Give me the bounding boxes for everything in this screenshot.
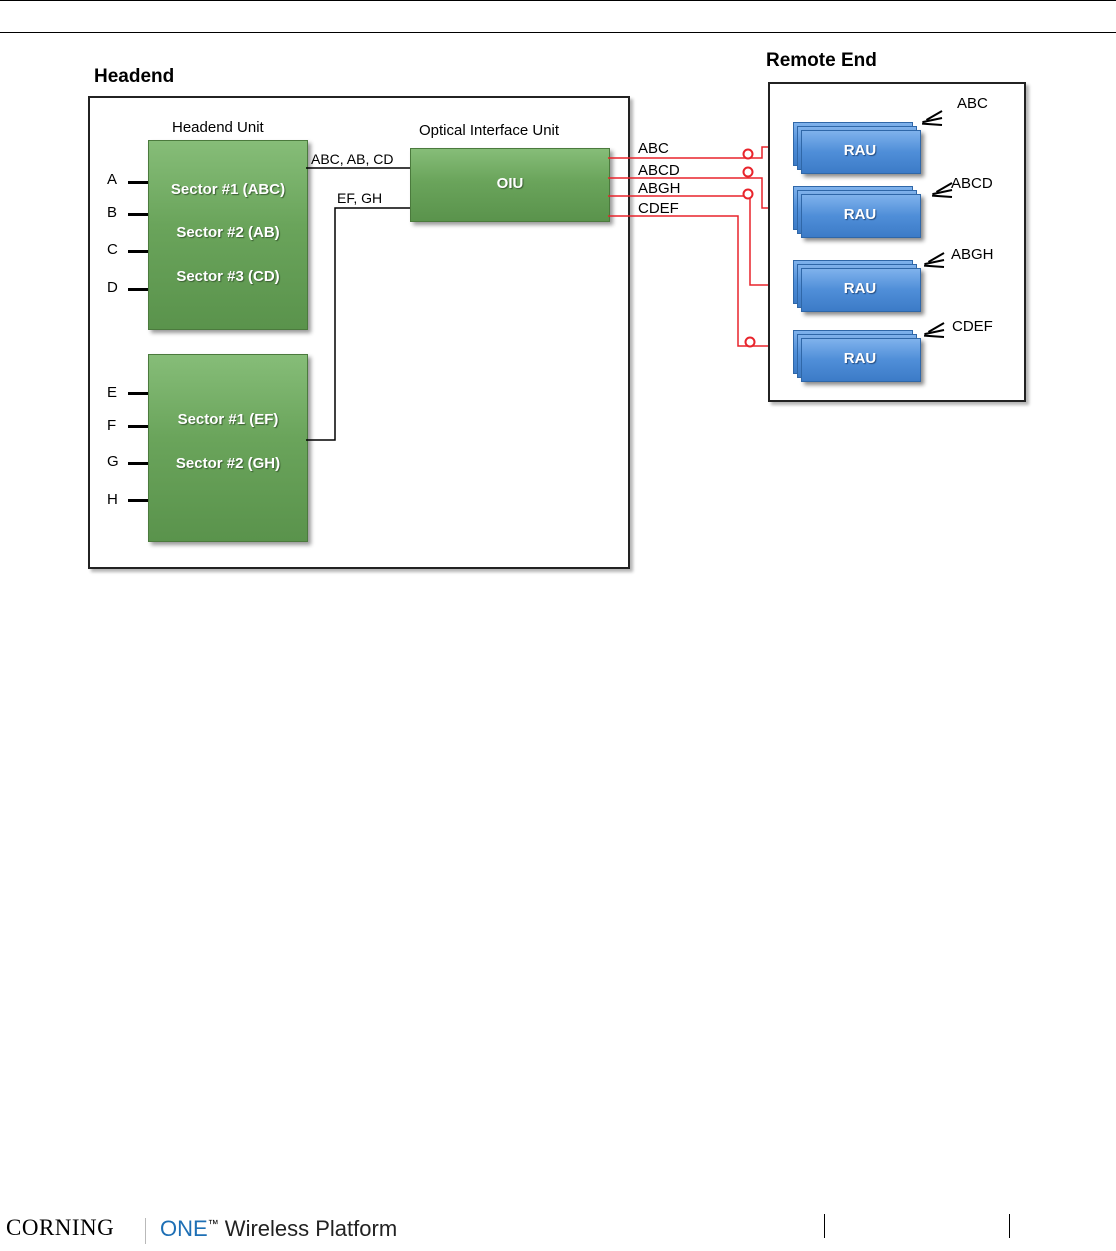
- footer-separator: [145, 1218, 146, 1244]
- antenna-label-abc: ABC: [957, 95, 988, 112]
- footer-divider-left: [824, 1214, 825, 1238]
- rau-label: RAU: [801, 338, 919, 380]
- rau-unit-3: RAU: [793, 260, 921, 312]
- footer-product-rest: Wireless Platform: [219, 1216, 397, 1241]
- fiber-connector-cdef: [746, 338, 755, 347]
- rau-label: RAU: [801, 268, 919, 310]
- antenna-label-cdef: CDEF: [952, 318, 993, 335]
- fiber-link-abgh: [608, 196, 795, 285]
- antenna-label-abgh: ABGH: [951, 246, 994, 263]
- fiber-connector-abgh: [744, 190, 753, 199]
- footer-trademark: ™: [208, 1219, 219, 1231]
- antenna-icon: [916, 106, 942, 128]
- antenna-label-abcd: ABCD: [951, 175, 993, 192]
- antenna-icon: [926, 178, 952, 200]
- footer-brand-logo: CORNING: [6, 1215, 114, 1241]
- footer-product-name: ONE™ Wireless Platform: [160, 1216, 397, 1242]
- rau-unit-2: RAU: [793, 186, 921, 238]
- fiber-link-abcd: [608, 178, 795, 208]
- fiber-connector-abc: [744, 150, 753, 159]
- fiber-connector-abcd: [744, 168, 753, 177]
- antenna-icon: [918, 248, 944, 270]
- remote-end-title: Remote End: [766, 50, 877, 72]
- wire-unit2-to-oiu: [306, 208, 410, 440]
- link-label-abgh: ABGH: [638, 180, 681, 197]
- rau-label: RAU: [801, 194, 919, 236]
- fiber-link-cdef: [608, 216, 795, 346]
- wire-label-unit1: ABC, AB, CD: [311, 151, 393, 167]
- rau-label: RAU: [801, 130, 919, 172]
- link-label-abc: ABC: [638, 140, 669, 157]
- link-label-cdef: CDEF: [638, 200, 679, 217]
- antenna-icon: [918, 318, 944, 340]
- wire-label-unit2: EF, GH: [337, 190, 382, 206]
- rau-unit-1: RAU: [793, 122, 921, 174]
- link-label-abcd: ABCD: [638, 162, 680, 179]
- fiber-link-abc: [608, 147, 795, 158]
- rau-unit-4: RAU: [793, 330, 921, 382]
- footer-product-one: ONE: [160, 1216, 208, 1241]
- footer-divider-right: [1009, 1214, 1010, 1238]
